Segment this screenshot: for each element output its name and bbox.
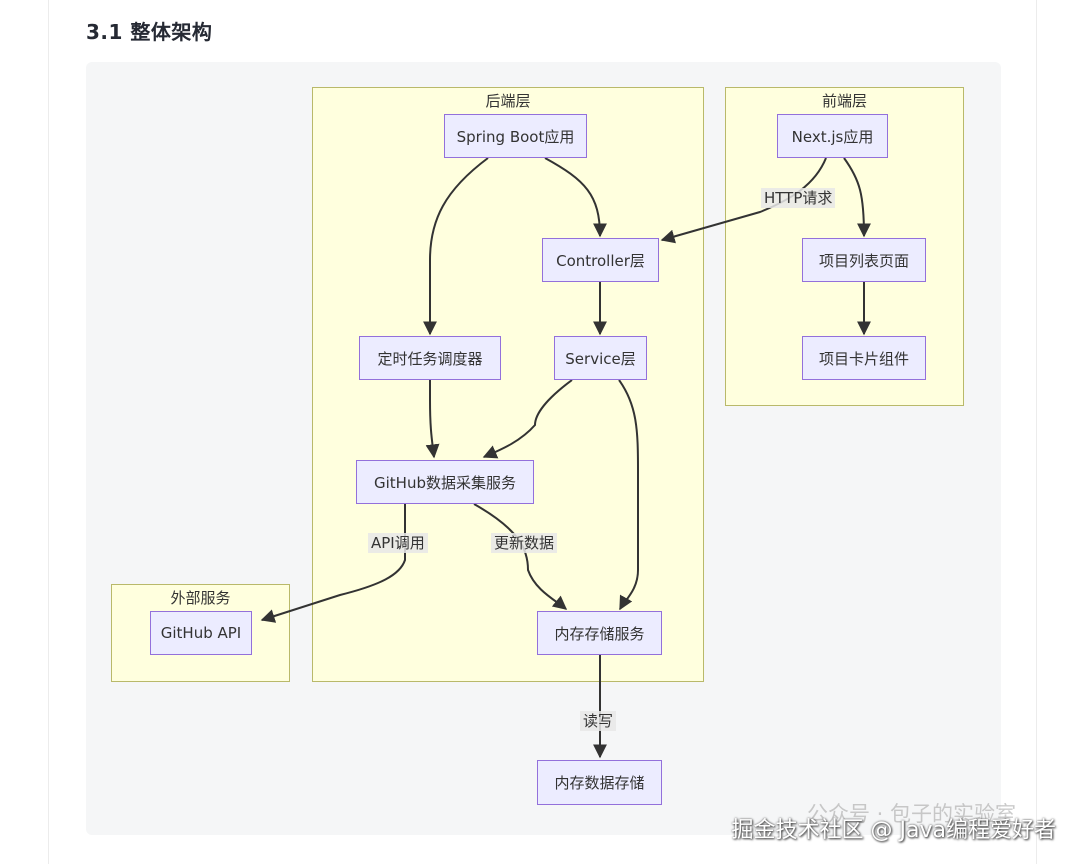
edge-label-update-data: 更新数据 [491,533,558,553]
node-memory-storage-service: 内存存储服务 [537,611,662,655]
edge-label-api-call: API调用 [368,533,428,553]
edge-springboot-scheduler [423,157,489,336]
edge-springboot-controller [544,157,607,238]
edge-label-read-write: 读写 [580,711,617,731]
watermark-main-text: 掘金技术社区 @ Java编程爱好者 [731,818,1056,843]
node-service-layer: Service层 [554,336,647,380]
edge-collector-github-api [260,504,406,623]
edge-nextjs-project-list [843,157,871,238]
edge-service-collector [482,379,573,459]
edge-label-http-request: HTTP请求 [761,188,836,208]
node-project-card-component: 项目卡片组件 [802,336,926,380]
node-nextjs-app: Next.js应用 [777,114,888,158]
page-left-rule [48,0,49,864]
edge-service-storage [618,379,639,611]
node-memory-data-store: 内存数据存储 [537,760,662,805]
cluster-backend: 后端层 [312,87,704,682]
page-right-rule [1036,0,1037,864]
node-spring-boot-app: Spring Boot应用 [444,114,587,158]
watermark-faint-text: 公众号 · 包子的实验室 [806,802,1016,826]
edge-collector-storage [473,503,568,610]
node-controller-layer: Controller层 [542,238,659,282]
watermark: 公众号 · 包子的实验室 掘金技术社区 @ Java编程爱好者 [731,802,1056,844]
node-github-collector: GitHub数据采集服务 [356,460,534,504]
node-github-api: GitHub API [150,611,252,655]
edge-scheduler-collector [425,380,440,459]
cluster-backend-label: 后端层 [485,92,531,110]
section-heading: 3.1 整体架构 [86,20,213,44]
cluster-frontend-label: 前端层 [821,92,867,110]
node-project-list-page: 项目列表页面 [802,238,926,282]
node-scheduler: 定时任务调度器 [359,336,501,380]
cluster-external-label: 外部服务 [170,589,231,607]
